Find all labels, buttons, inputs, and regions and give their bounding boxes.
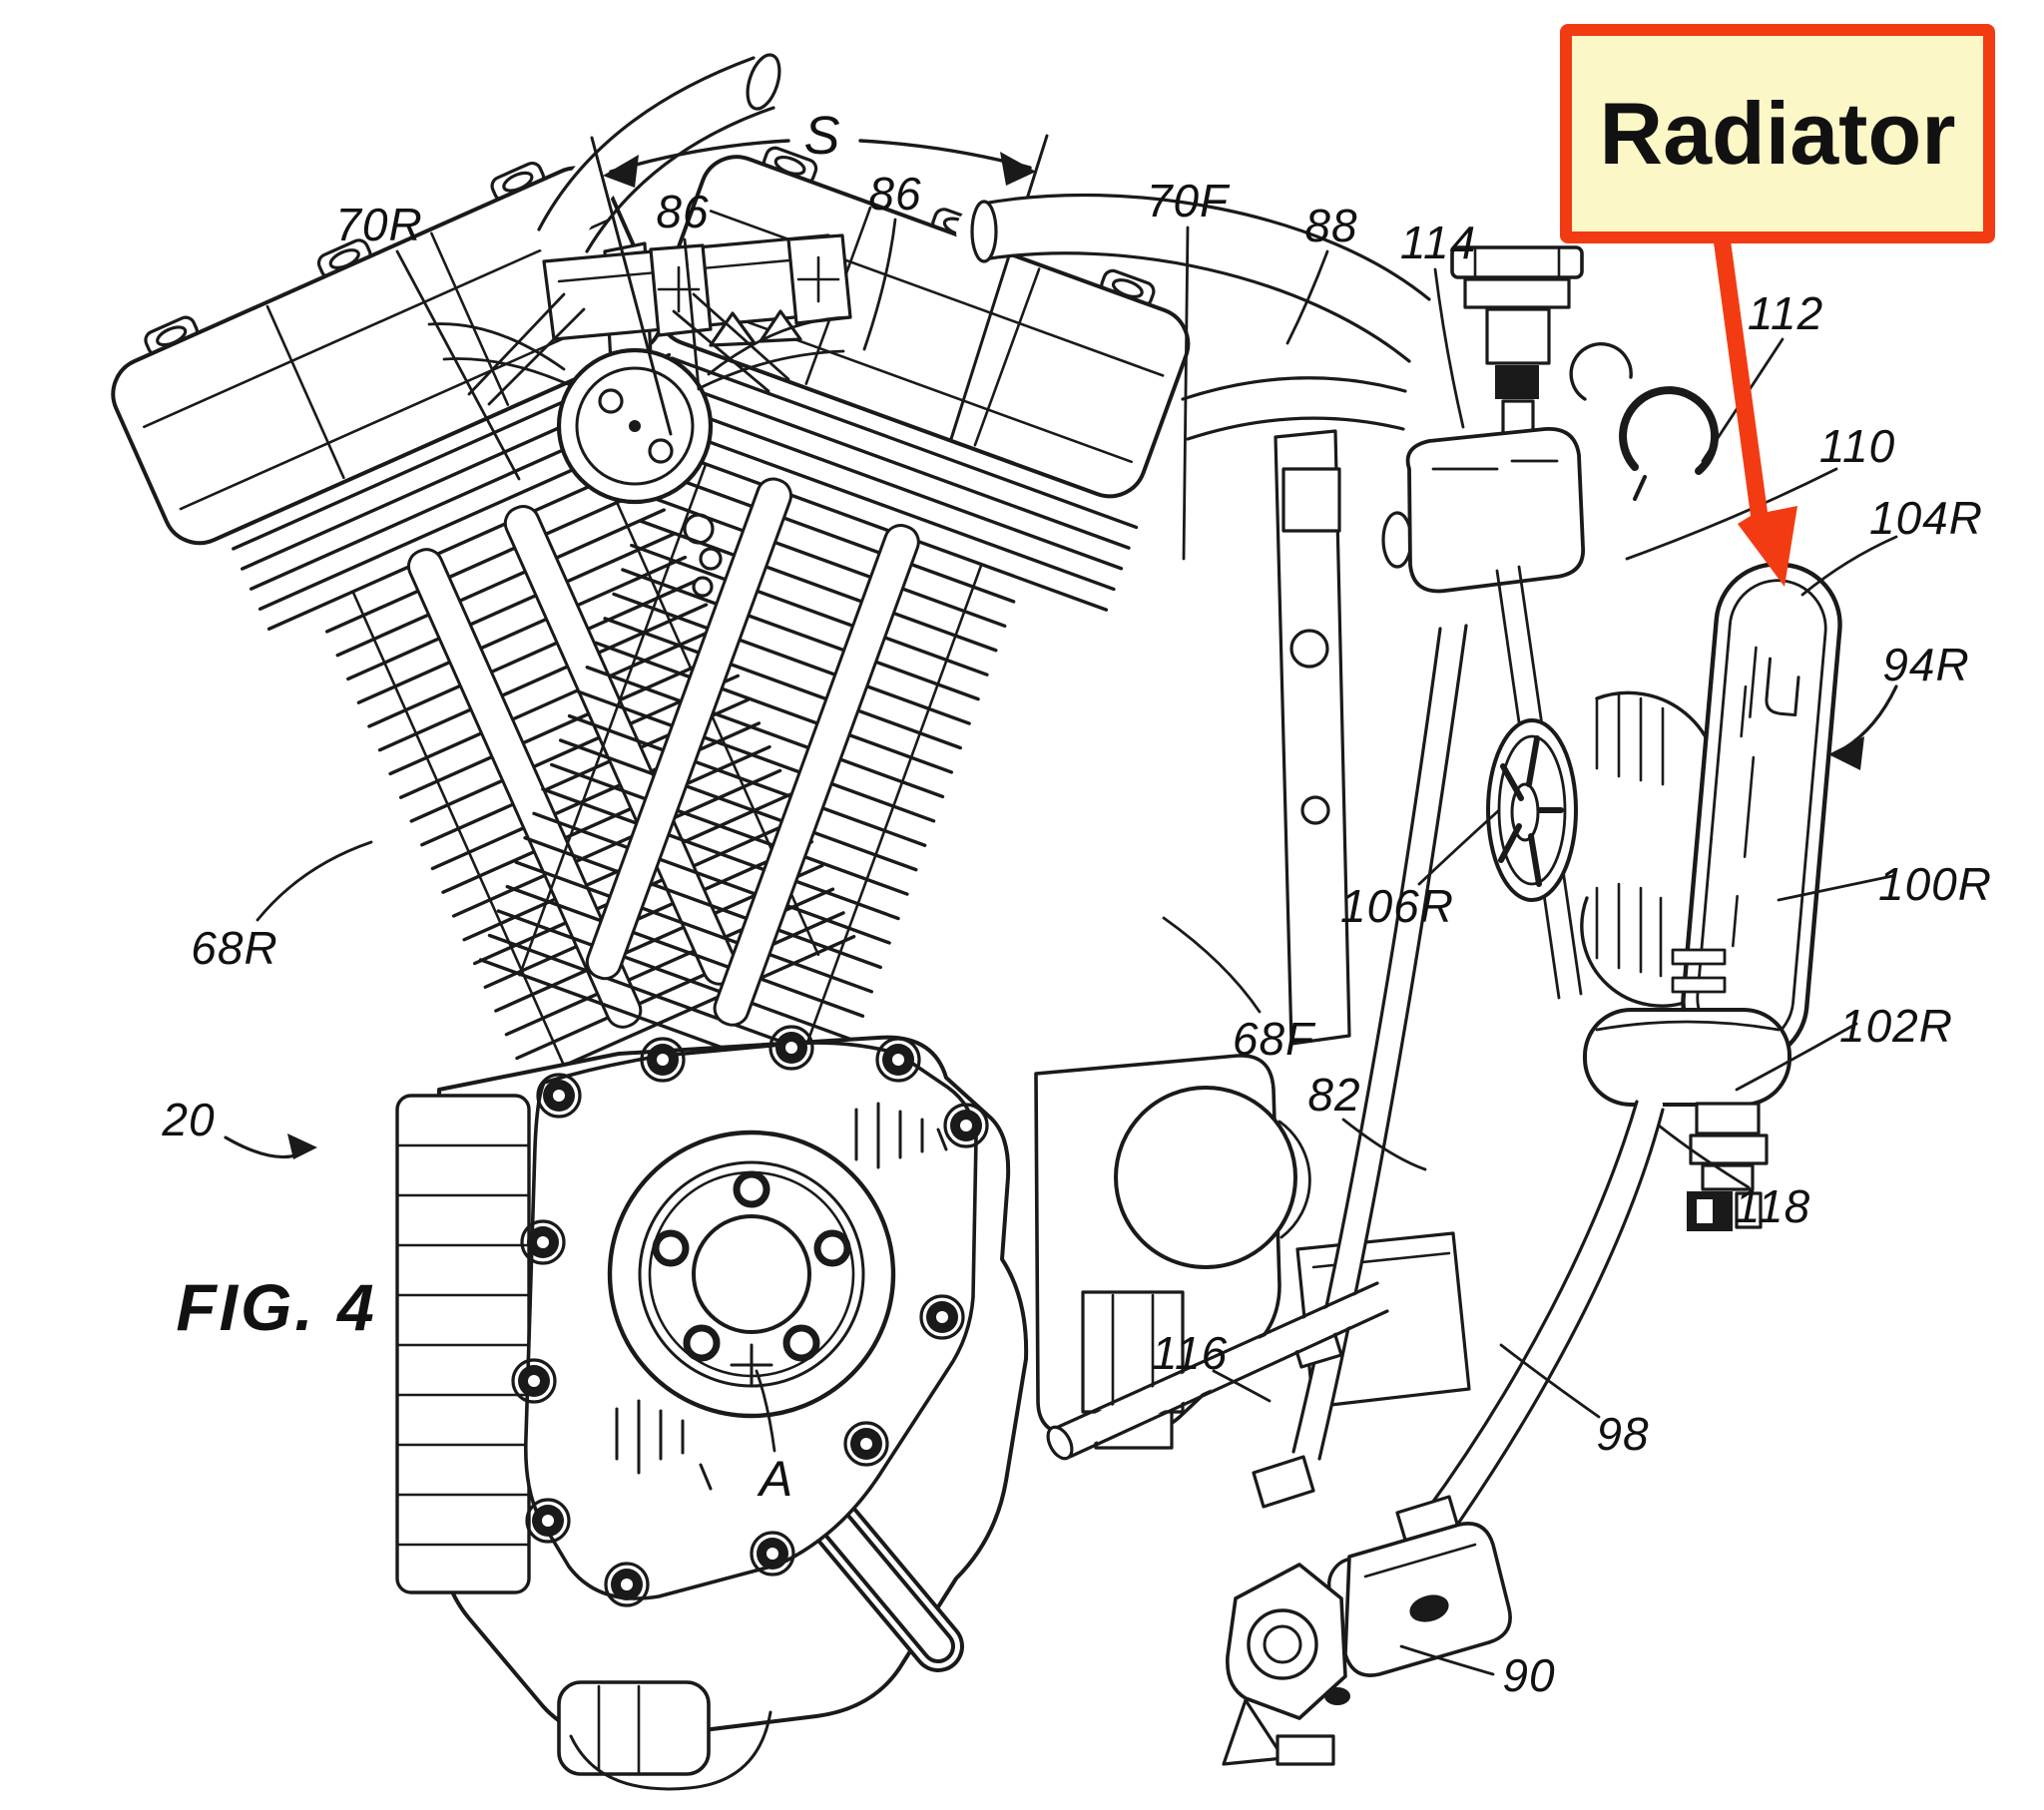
ref-label-20: 20 [162, 1094, 216, 1145]
ref-label-68F: 68F [1232, 1013, 1315, 1065]
ref-label-70F: 70F [1146, 175, 1230, 226]
ref-label-68R: 68R [191, 922, 278, 974]
s-angle-dimension [603, 139, 1036, 188]
ref-label-106R: 106R [1340, 880, 1454, 932]
ref-label-S: S [803, 106, 841, 166]
v-angle-axis-lines [590, 134, 1049, 441]
ref-label-110: 110 [1818, 420, 1896, 472]
ref-label-90: 90 [1502, 1649, 1556, 1701]
ref-label-82: 82 [1307, 1069, 1361, 1121]
ref-label-116: 116 [1151, 1327, 1229, 1379]
ref-label-88: 88 [1304, 200, 1358, 251]
radiator-callout: Radiator [1560, 24, 1995, 243]
ref-label-104R: 104R [1869, 492, 1983, 544]
lower-pump-assembly [1222, 1455, 1512, 1766]
drain-fitting [1687, 1102, 1769, 1231]
thermostat-housing [1167, 245, 1720, 594]
leader-lines [256, 218, 1898, 1676]
ref-label-118: 118 [1734, 1180, 1811, 1232]
coolant-hoses [1046, 616, 1665, 1539]
ref-label-102R: 102R [1839, 1000, 1953, 1052]
ref-label-70R: 70R [335, 199, 423, 250]
ref-label-86: 86 [656, 186, 710, 237]
ref-label-112: 112 [1747, 287, 1824, 339]
ref-label-114: 114 [1399, 217, 1477, 268]
radiator-callout-arrow [1714, 240, 1797, 587]
figure-caption: FIG. 4 [176, 1270, 377, 1344]
ref-label-94R: 94R [1882, 639, 1970, 690]
cam-cover-bolts [511, 1025, 989, 1607]
radiator-callout-text: Radiator [1599, 84, 1956, 183]
ref-label-100R: 100R [1878, 858, 1992, 910]
ref-label-86: 86 [868, 168, 922, 220]
cooling-fan-assembly [1486, 565, 1721, 1008]
crankcase [395, 1025, 1029, 1791]
upper-coolant-hose [956, 193, 1449, 363]
intake-assembly [427, 46, 852, 598]
radiator [1583, 562, 1842, 1231]
cam-bore-bolts [652, 1170, 851, 1362]
pointer-arrows [224, 684, 1898, 1159]
ref-label-98: 98 [1596, 1408, 1650, 1460]
ref-label-A: A [759, 1451, 794, 1507]
